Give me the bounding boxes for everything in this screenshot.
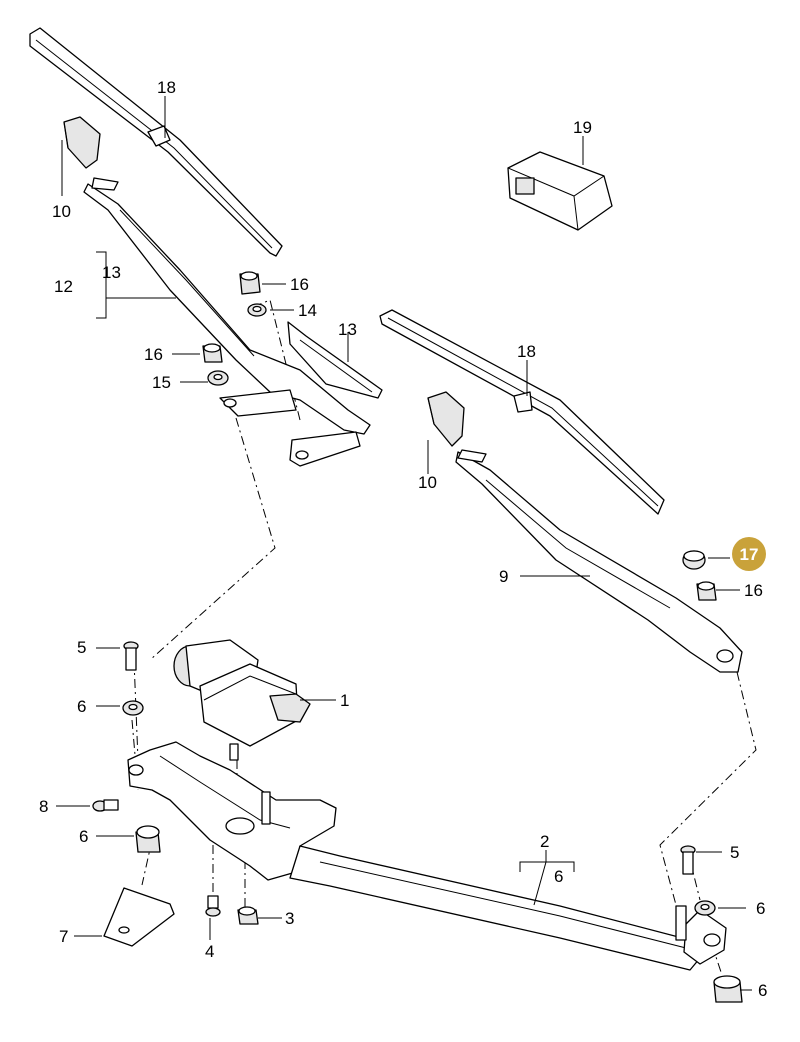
label-cap-upper: 10: [52, 202, 71, 221]
label-nut-3: 3: [285, 909, 294, 928]
bush-6-left-upper: [122, 700, 144, 716]
wiper-arm-right: [455, 449, 743, 673]
label-wiper-blade-upper: 18: [157, 78, 176, 97]
wiper-linkage: [127, 741, 727, 971]
arm-bracket: [219, 389, 361, 467]
bush-6-right-upper: [694, 900, 716, 916]
label-washer-15: 15: [152, 373, 171, 392]
wiper-blade-upper: [29, 27, 283, 257]
screw-8: [92, 799, 119, 812]
control-module: [507, 151, 613, 231]
label-wiper-arm-left: 12: [54, 277, 73, 296]
washer-left-15: [207, 370, 229, 386]
screw-4: [205, 895, 221, 917]
label-nut-left: 16: [144, 345, 163, 364]
bush-6-right-lower: [713, 975, 743, 1003]
label-screw-5-right: 5: [730, 843, 739, 862]
label-screw-8: 8: [39, 797, 48, 816]
label-wiper-arm-right: 9: [499, 567, 508, 586]
label-linkage: 2: [540, 832, 549, 851]
label-linkage-bush: 6: [554, 867, 563, 886]
nut-right: [696, 581, 717, 601]
label-nut-upper: 16: [290, 275, 309, 294]
label-bush-6-right-upper: 6: [756, 899, 765, 918]
nut-3: [237, 906, 259, 925]
assembly-line: [149, 417, 276, 661]
label-spoiler-in-arm: 13: [102, 263, 121, 282]
bracket-7: [103, 887, 175, 947]
cap-upper: [63, 116, 101, 169]
label-nut-right: 16: [744, 581, 763, 600]
part-labels: 18 10 13 12 16 14 13 16 15 19 18 10 9 16…: [39, 78, 767, 1000]
cap-17: [682, 550, 706, 570]
screw-5-left: [123, 641, 139, 671]
label-wiper-blade-lower: 18: [517, 342, 536, 361]
wiper-blade-lower: [379, 309, 665, 515]
label-module: 19: [573, 118, 592, 137]
nut-left-upper: [239, 271, 261, 295]
label-bush-6-left-lower: 6: [79, 827, 88, 846]
label-screw-5-left: 5: [77, 638, 86, 657]
highlight-badge[interactable]: [732, 537, 766, 571]
assembly-line: [659, 671, 757, 906]
spoiler: [287, 321, 383, 399]
assembly-line: [133, 659, 139, 761]
screw-5-right: [680, 845, 696, 875]
bush-6-left-lower: [135, 825, 161, 853]
label-washer-14: 14: [298, 301, 317, 320]
nut-left-lower: [202, 343, 223, 363]
label-bracket-7: 7: [59, 927, 68, 946]
highlight-callout-17[interactable]: 17: [732, 537, 766, 571]
label-cap-lower: 10: [418, 473, 437, 492]
label-bush-6-right-lower: 6: [758, 981, 767, 1000]
leader-lines: [56, 96, 752, 991]
cap-lower: [427, 391, 465, 447]
washer-left-14: [247, 303, 267, 317]
wiper-motor: [173, 639, 311, 761]
label-wiper-motor: 1: [340, 691, 349, 710]
wiper-arm-left: [83, 177, 371, 435]
label-cap-17: 17: [740, 545, 759, 564]
label-screw-4: 4: [205, 942, 214, 961]
label-spoiler: 13: [338, 320, 357, 339]
label-bush-6-left-upper: 6: [77, 697, 86, 716]
